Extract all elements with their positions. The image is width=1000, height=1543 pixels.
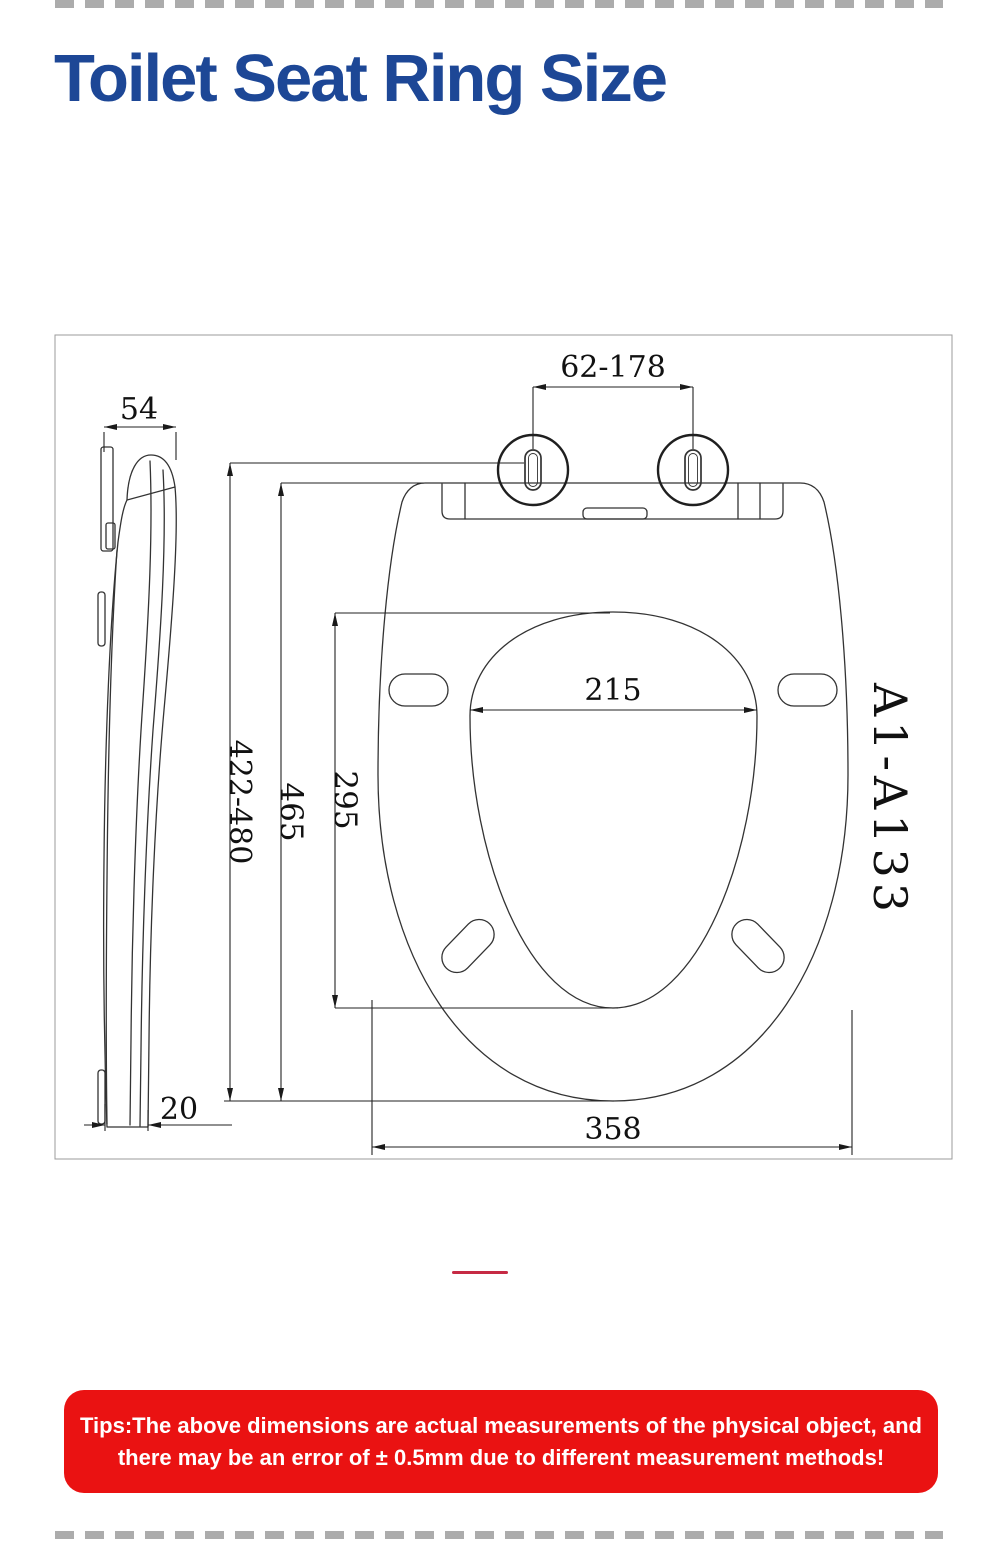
- model-code-label: A1-A133: [863, 682, 917, 917]
- side-view-bumper-upper: [97, 591, 106, 647]
- hinge-slot-left: [524, 449, 542, 491]
- side-view-bumper-lower: [97, 1069, 106, 1125]
- bottom-dashed-border: [55, 1531, 943, 1539]
- side-view-bracket-notch: [105, 522, 116, 550]
- dim-label-opening-length: 295: [327, 770, 363, 829]
- hinge-slot-left-inner: [528, 453, 538, 487]
- dim-label-hinge-hole-spacing: 62-178: [560, 350, 666, 385]
- hinge-slot-right-inner: [688, 453, 698, 487]
- dim-hinge-hole-spacing: 62-178: [532, 350, 694, 449]
- dim-label-overall-length: 422-480: [222, 740, 257, 865]
- tips-box: Tips:The above dimensions are actual mea…: [64, 1390, 938, 1493]
- drawing-frame: [54, 334, 953, 1160]
- dim-opening-length: 295: [327, 612, 618, 1009]
- side-view-split-line-1: [129, 460, 152, 1126]
- side-view-split-line-2: [139, 469, 165, 1127]
- hinge-bar: [441, 483, 784, 520]
- bumper-slot-top-left: [388, 673, 449, 707]
- side-view-profile-outline: [102, 486, 177, 1128]
- dim-seat-width: 358: [371, 1000, 853, 1155]
- bumper-slot-top-right: [777, 673, 838, 707]
- red-divider-line: [452, 1271, 508, 1274]
- dim-label-bottom-thickness: 20: [160, 1092, 198, 1127]
- dim-opening-width: 215: [470, 673, 757, 713]
- side-view-mount-bracket: [100, 446, 114, 552]
- dim-side-width: 54: [103, 392, 177, 460]
- top-dashed-border: [55, 0, 943, 8]
- dim-bottom-thickness: 20: [84, 1092, 232, 1131]
- page-title: Toilet Seat Ring Size: [54, 41, 668, 116]
- seat-opening: [469, 611, 758, 1009]
- side-view-hinge-hump: [126, 454, 176, 501]
- dim-label-side-width: 54: [120, 392, 158, 427]
- dim-label-seat-length: 465: [273, 782, 309, 841]
- bumper-slot-bottom-right: [731, 918, 785, 974]
- top-view: [377, 433, 849, 1102]
- dim-seat-length: 465: [273, 482, 424, 1101]
- bumper-slot-bottom-left: [441, 918, 495, 974]
- side-view-inner-line: [105, 549, 118, 1125]
- dim-overall-length: 422-480: [222, 462, 614, 1102]
- side-view: [97, 446, 177, 1128]
- hinge-bar-center-tab: [582, 507, 648, 520]
- tips-line-2: there may be an error of ± 0.5mm due to …: [117, 1445, 885, 1470]
- dim-label-seat-width: 358: [584, 1112, 641, 1147]
- dimensions: 62-178 54 20 422-480: [84, 350, 917, 1155]
- hinge-slot-right: [684, 449, 702, 491]
- dim-label-opening-width: 215: [584, 673, 641, 708]
- tips-line-1: Tips:The above dimensions are actual mea…: [80, 1413, 922, 1438]
